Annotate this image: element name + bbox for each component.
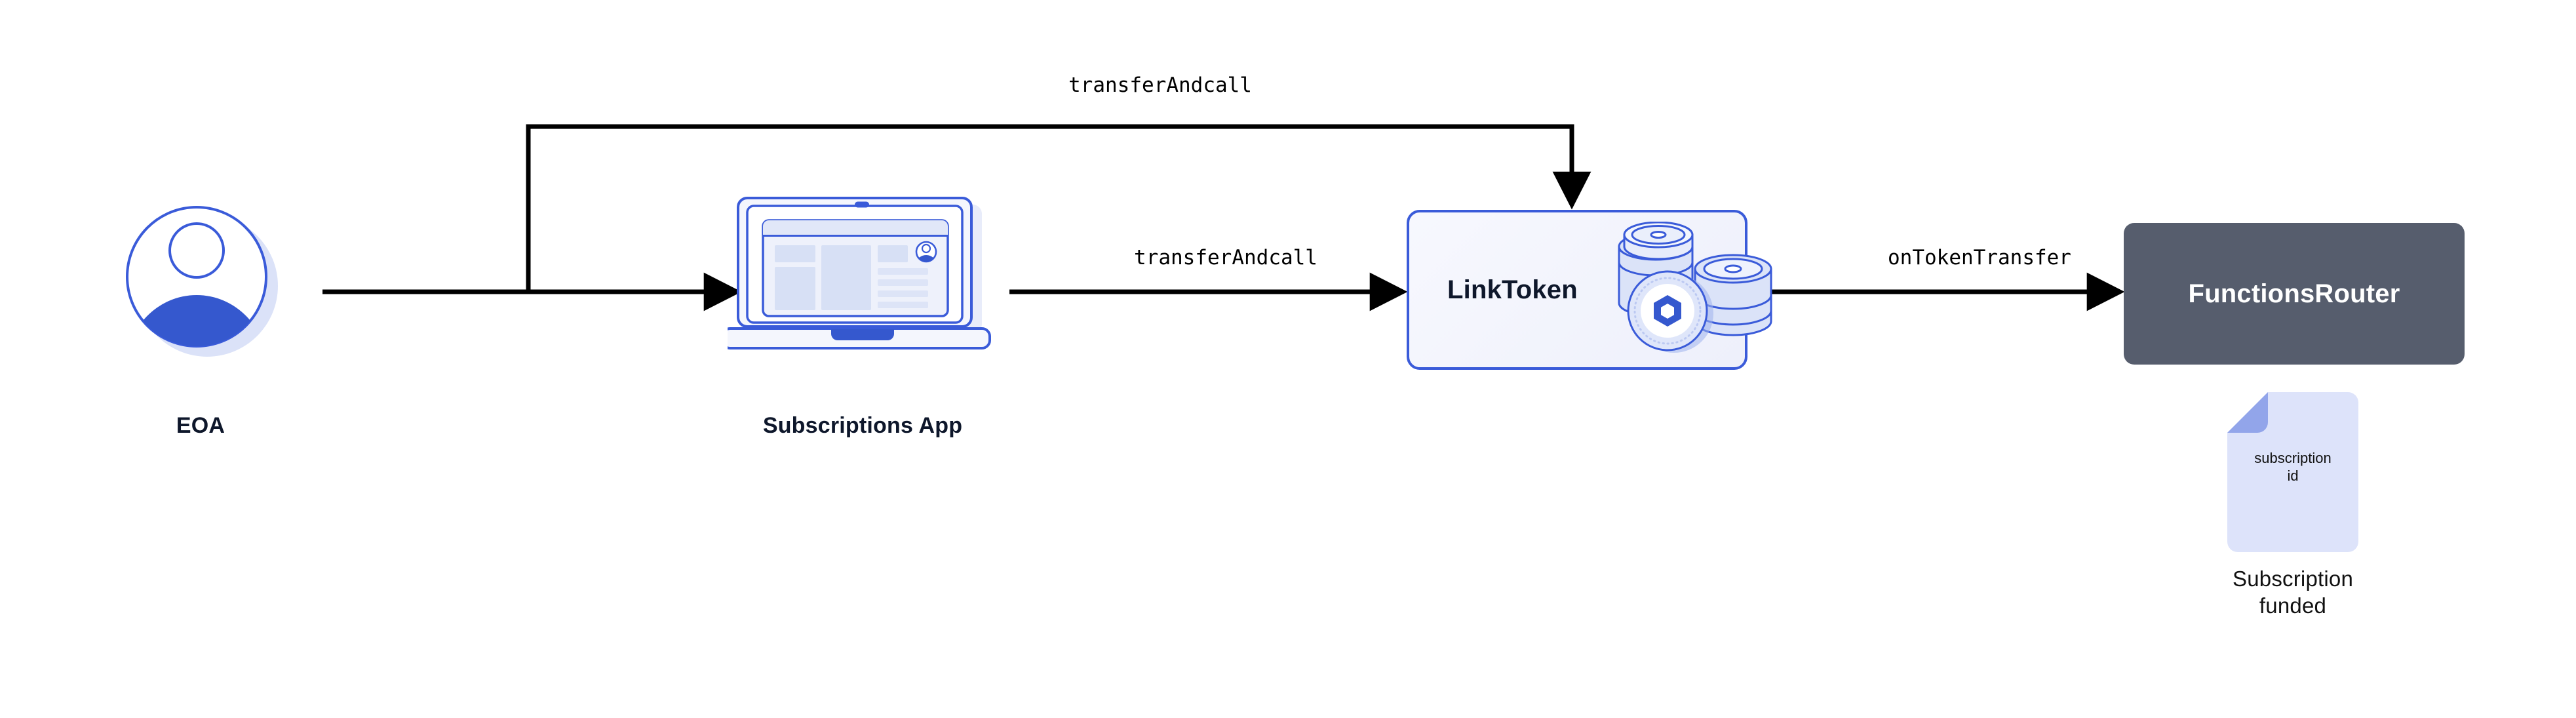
node-subscription-doc[interactable]: subscription id: [2227, 392, 2358, 552]
user-avatar-icon: [126, 206, 278, 357]
node-subscriptions-app-label: Subscriptions App: [762, 413, 963, 438]
laptop-icon: [721, 197, 991, 349]
node-functions-router-label: FunctionsRouter: [2188, 279, 2400, 308]
node-eoa[interactable]: [117, 197, 284, 365]
node-functions-router[interactable]: FunctionsRouter: [2124, 223, 2465, 365]
edge-label-subscriptions-app-to-link-token: transferAndcall: [1134, 246, 1317, 269]
node-subscriptions-app[interactable]: [721, 194, 998, 359]
node-eoa-label: EOA: [176, 413, 225, 438]
document-text-line-2: id: [2287, 467, 2299, 484]
edge-label-eoa-to-link-token: transferAndcall: [1068, 73, 1252, 97]
node-subscription-doc-label: Subscription funded: [2162, 565, 2424, 620]
edge-eoa-to-link-token: [526, 124, 1591, 292]
document-text-line-1: subscription: [2254, 450, 2332, 466]
node-link-token-label: LinkToken: [1447, 275, 1578, 304]
functions-router-box[interactable]: FunctionsRouter: [2124, 223, 2465, 365]
edge-label-link-token-to-functions-router: onTokenTransfer: [1888, 246, 2071, 269]
document-text: subscription id: [2227, 450, 2358, 485]
subscription-doc-caption-line-1: Subscription: [2233, 567, 2353, 591]
subscription-doc-caption-line-2: funded: [2259, 593, 2327, 618]
document-icon: [2227, 392, 2358, 552]
